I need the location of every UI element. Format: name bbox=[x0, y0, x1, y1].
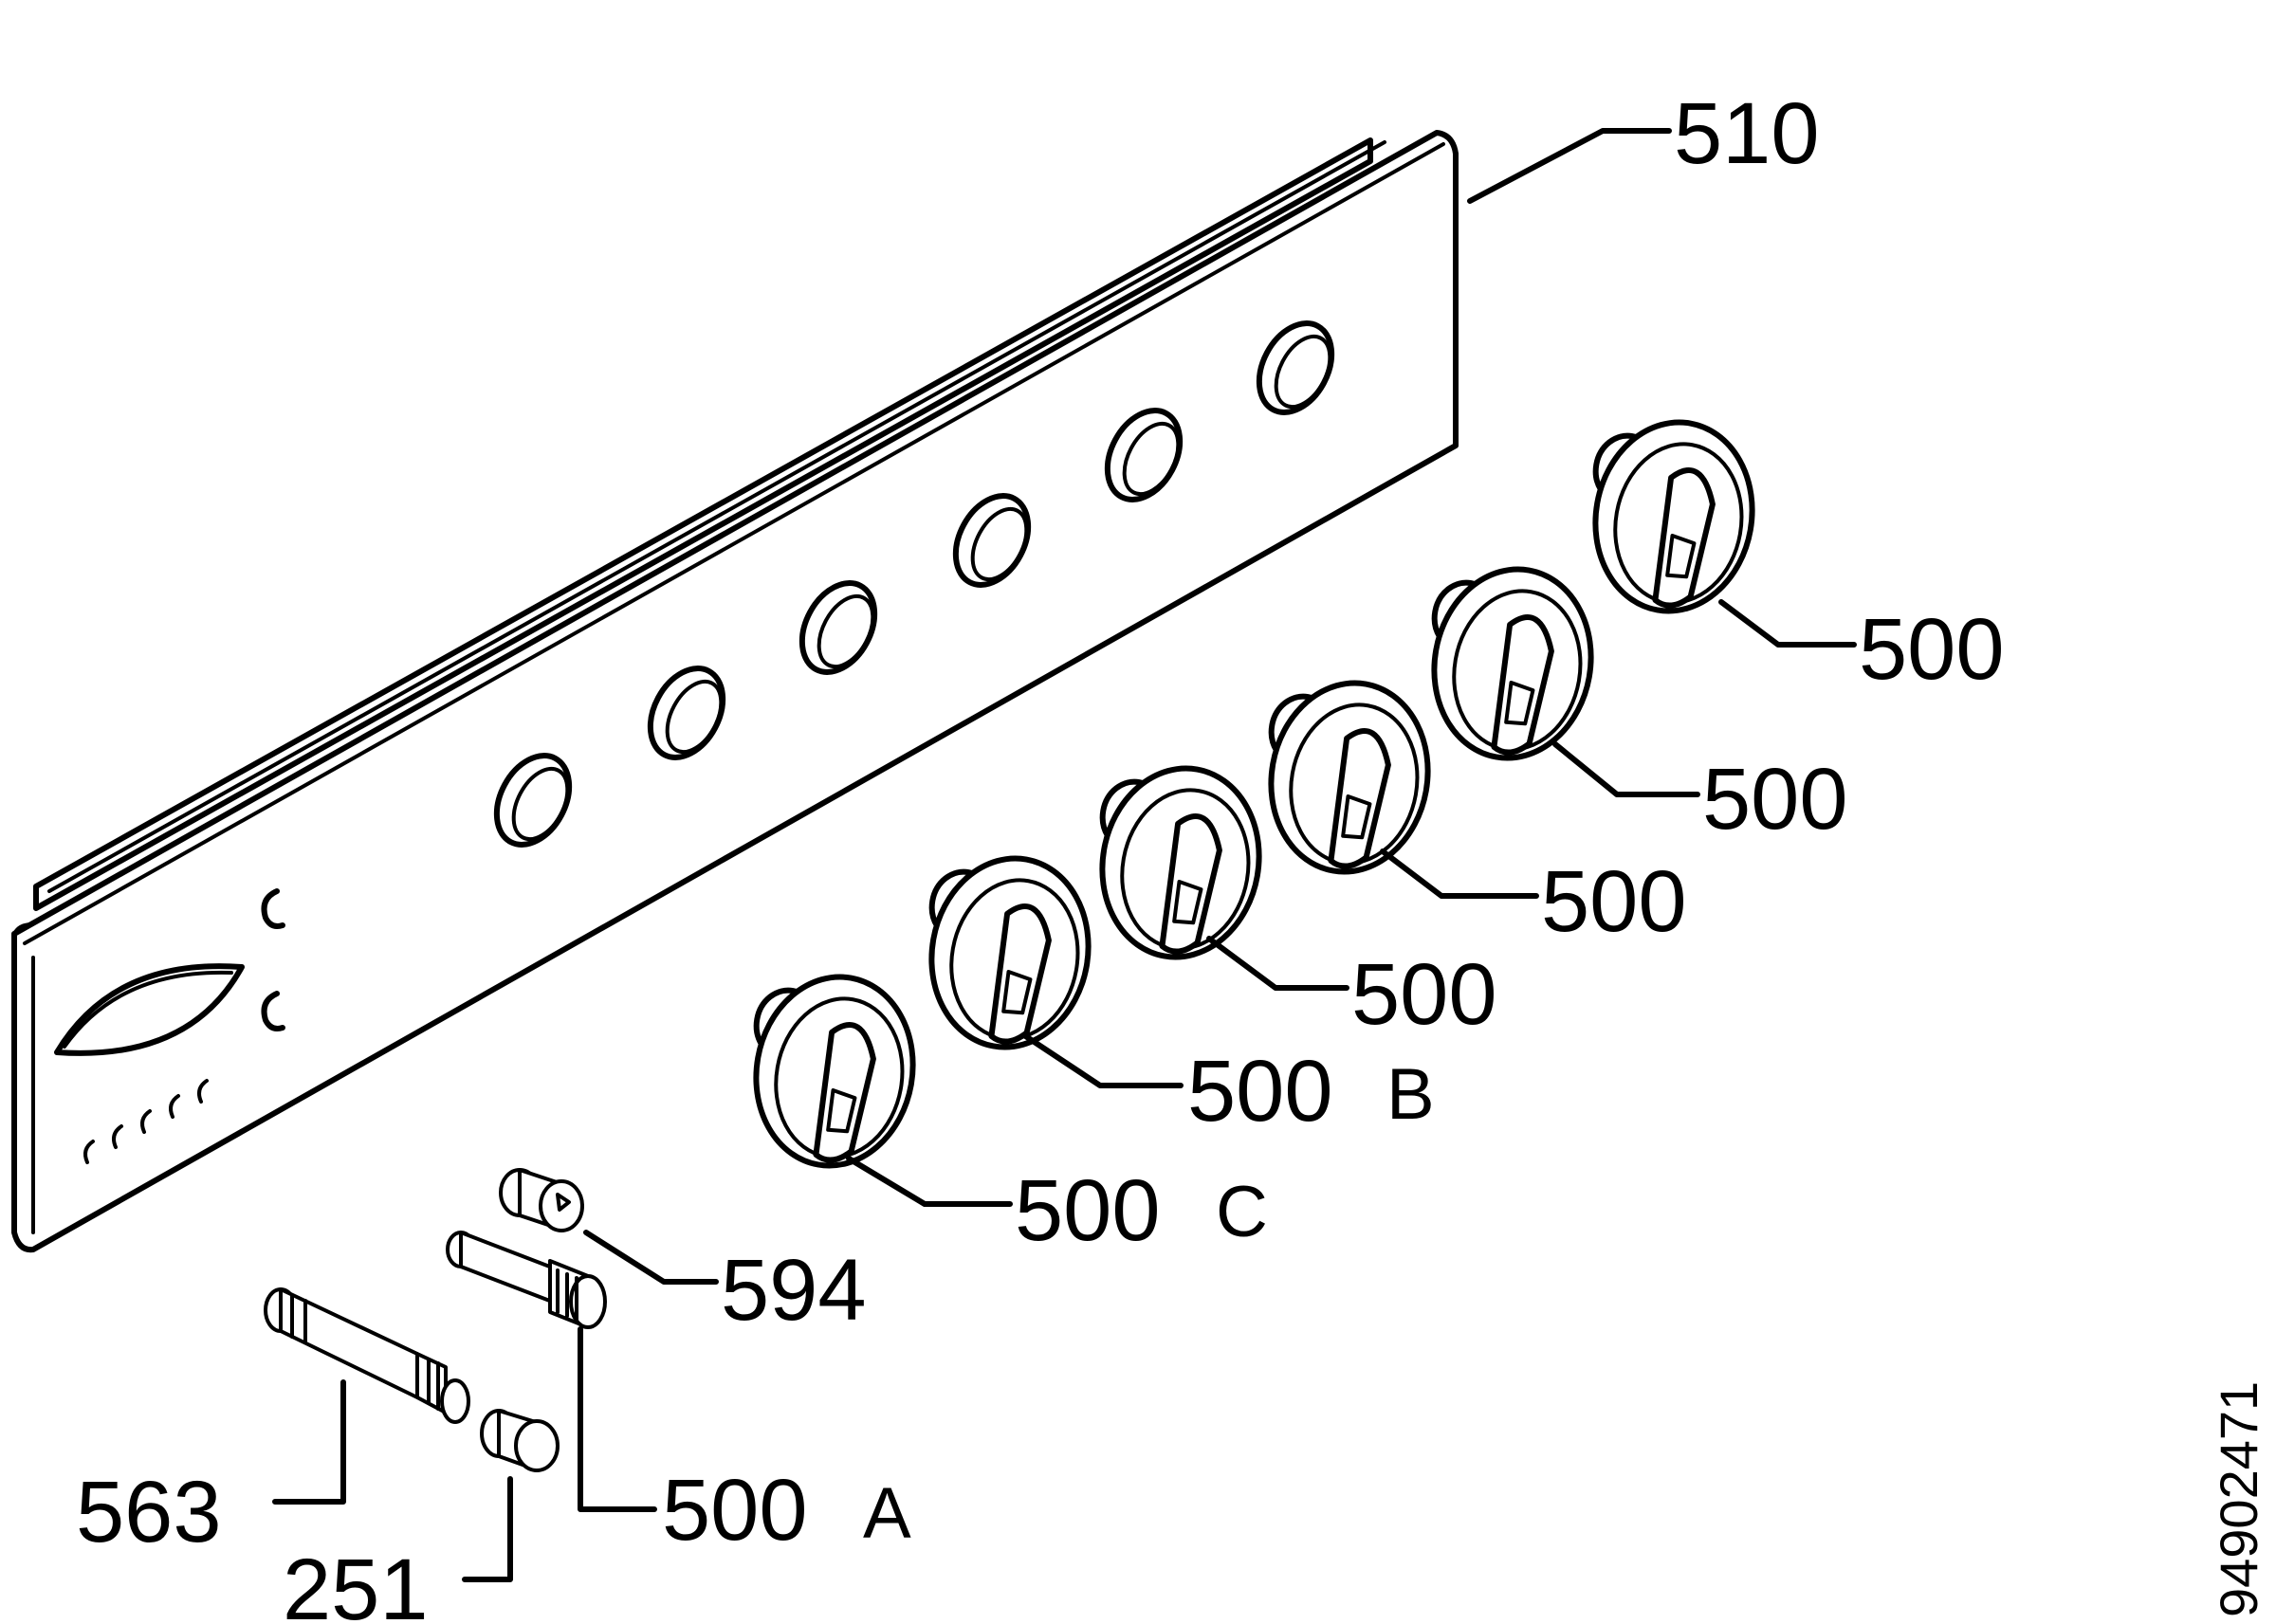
svg-text:594: 594 bbox=[721, 1242, 867, 1339]
svg-text:500: 500 bbox=[1351, 946, 1497, 1043]
knob-500-4 bbox=[1080, 755, 1274, 970]
panel-knob-hole bbox=[798, 580, 878, 675]
panel-knob-hole bbox=[647, 666, 726, 760]
callout-563: 563 bbox=[76, 1464, 222, 1560]
callout-500-3: 500 bbox=[1541, 853, 1687, 950]
svg-text:500: 500 bbox=[1702, 751, 1848, 848]
callout-594: 594 bbox=[721, 1242, 867, 1339]
control-panel-510 bbox=[11, 130, 1459, 1253]
svg-text:500: 500 bbox=[1187, 1043, 1333, 1140]
knob-500-3 bbox=[1249, 669, 1442, 885]
knob-500c bbox=[734, 963, 927, 1178]
svg-text:500: 500 bbox=[1015, 1162, 1161, 1259]
panel-indicator-light bbox=[261, 888, 285, 929]
panel-knob-hole bbox=[1256, 320, 1335, 415]
callout-500b: 500 B bbox=[1187, 1043, 1435, 1140]
panel-button-row bbox=[83, 1079, 209, 1164]
panel-knob-hole bbox=[952, 493, 1032, 588]
svg-text:510: 510 bbox=[1674, 85, 1820, 182]
svg-text:500: 500 bbox=[662, 1462, 808, 1559]
leader-lines bbox=[272, 128, 1857, 1582]
svg-text:500: 500 bbox=[1541, 853, 1687, 950]
panel-display-window bbox=[54, 963, 245, 1056]
knob-500-2 bbox=[1412, 556, 1606, 771]
panel-knob-hole bbox=[493, 753, 573, 848]
spacer-594 bbox=[499, 1168, 584, 1232]
knob-500b bbox=[909, 845, 1103, 1060]
callout-510: 510 bbox=[1674, 85, 1820, 182]
callout-500-1: 500 bbox=[1859, 601, 2005, 698]
shaft-563 bbox=[264, 1287, 470, 1424]
panel-indicator-light bbox=[261, 991, 285, 1031]
callout-251: 251 bbox=[283, 1542, 429, 1624]
callout-500-4: 500 bbox=[1351, 946, 1497, 1043]
svg-text:251: 251 bbox=[283, 1542, 429, 1624]
knob-500-1 bbox=[1573, 409, 1767, 624]
callout-500a: 500 A bbox=[662, 1462, 911, 1559]
svg-text:C: C bbox=[1216, 1172, 1268, 1252]
button-251 bbox=[480, 1409, 560, 1472]
svg-text:A: A bbox=[863, 1473, 911, 1554]
callout-500-2: 500 bbox=[1702, 751, 1848, 848]
panel-knob-hole bbox=[1104, 408, 1184, 502]
shaft-500a bbox=[446, 1231, 607, 1329]
callout-500c: 500 C bbox=[1015, 1162, 1268, 1259]
drawing-number: 94902471 bbox=[2209, 1381, 2268, 1617]
svg-text:B: B bbox=[1386, 1054, 1435, 1135]
svg-text:563: 563 bbox=[76, 1464, 222, 1560]
svg-text:500: 500 bbox=[1859, 601, 2005, 698]
